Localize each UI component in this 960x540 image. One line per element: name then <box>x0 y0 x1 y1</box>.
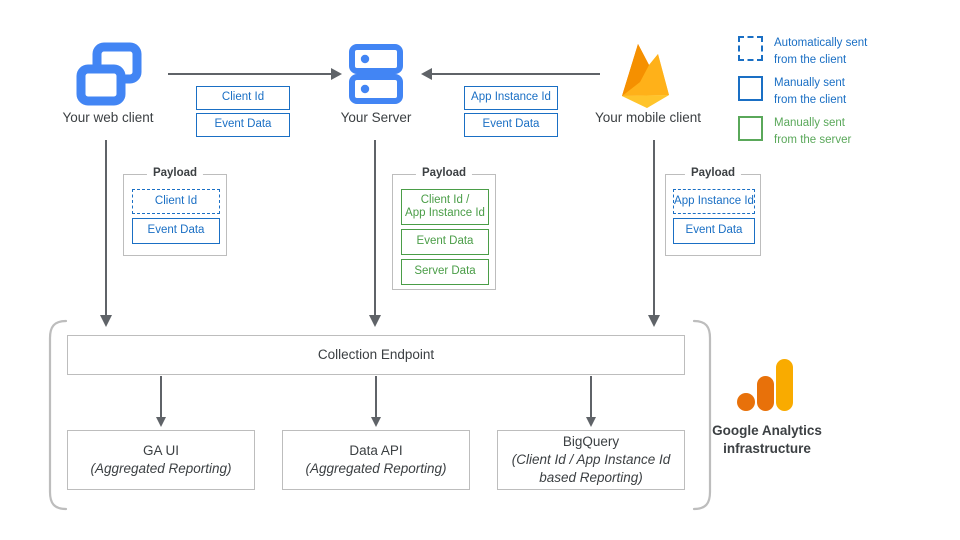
arrow-endpoint-to-data-api-head <box>370 417 381 427</box>
arrow-endpoint-to-bigquery <box>590 376 592 419</box>
chip-client-id: Client Id <box>196 86 290 110</box>
payload-web-item-event-data: Event Data <box>132 218 220 244</box>
arrow-web-to-endpoint <box>105 140 107 316</box>
payload-server-title: Payload <box>415 167 473 179</box>
infrastructure-label: Google Analytics infrastructure <box>712 423 822 457</box>
payload-web: Payload Client Id Event Data <box>123 167 227 256</box>
server-icon <box>349 44 403 104</box>
payload-server: Payload Client Id / App Instance Id Even… <box>392 167 496 290</box>
output-box-data-api-subtitle: (Aggregated Reporting) <box>305 461 447 476</box>
arrow-mobile-to-server <box>432 73 600 75</box>
payload-server-item-ids: Client Id / App Instance Id <box>401 189 489 225</box>
arrow-endpoint-to-data-api <box>375 376 377 419</box>
arrow-mobile-to-server-head <box>421 68 432 80</box>
legend-swatch-manual-server <box>738 116 763 141</box>
legend-label-manual-server: Manually sent from the server <box>774 117 852 146</box>
infrastructure-bracket <box>48 319 712 511</box>
output-box-bigquery[interactable]: BigQuery (Client Id / App Instance Id ba… <box>497 430 685 490</box>
arrow-endpoint-to-bigquery-head <box>585 417 596 427</box>
arrow-mobile-to-endpoint-head <box>647 315 660 327</box>
output-box-data-api-title: Data API <box>349 442 403 458</box>
payload-server-item-server-data: Server Data <box>401 259 489 285</box>
arrow-server-to-endpoint <box>374 140 376 316</box>
payload-mobile-item-app-instance-id: App Instance Id <box>673 189 755 214</box>
output-box-bigquery-title: BigQuery <box>562 433 620 449</box>
legend-swatch-manual-client <box>738 76 763 101</box>
windows-icon <box>76 42 142 106</box>
payload-server-item-event-data: Event Data <box>401 229 489 255</box>
payload-mobile-title: Payload <box>684 167 742 179</box>
node-web-client-label: Your web client <box>62 110 154 125</box>
output-box-ga-ui-subtitle: (Aggregated Reporting) <box>90 461 232 476</box>
arrow-endpoint-to-ga-ui-head <box>155 417 166 427</box>
output-box-bigquery-subtitle: (Client Id / App Instance Id based Repor… <box>511 451 671 486</box>
legend: Automatically sent from the client Manua… <box>738 34 953 146</box>
payload-web-title: Payload <box>146 167 204 179</box>
legend-label-auto-client: Automatically sent from the client <box>774 37 868 66</box>
arrow-mobile-to-endpoint <box>653 140 655 316</box>
legend-label-manual-client: Manually sent from the client <box>774 77 847 106</box>
chip-app-instance-id: App Instance Id <box>464 86 558 110</box>
output-box-data-api[interactable]: Data API (Aggregated Reporting) <box>282 430 470 490</box>
node-mobile-client-label: Your mobile client <box>594 110 702 125</box>
arrow-web-to-endpoint-head <box>99 315 112 327</box>
output-box-ga-ui-title: GA UI <box>142 442 179 458</box>
firebase-flame-icon <box>622 44 669 108</box>
arrow-endpoint-to-ga-ui <box>160 376 162 419</box>
chip-event-data: Event Data <box>196 113 290 137</box>
payload-server-item-ids-label: Client Id / App Instance Id <box>405 193 485 219</box>
node-server-label: Your Server <box>340 110 412 125</box>
payload-mobile: Payload App Instance Id Event Data <box>665 167 761 256</box>
arrow-web-to-server-head <box>331 68 342 80</box>
output-box-ga-ui[interactable]: GA UI (Aggregated Reporting) <box>67 430 255 490</box>
arrow-web-to-server <box>168 73 332 75</box>
node-mobile-client <box>616 38 680 112</box>
collection-endpoint-box[interactable]: Collection Endpoint <box>67 335 685 375</box>
payload-web-item-client-id: Client Id <box>132 189 220 214</box>
google-analytics-logo <box>736 358 798 416</box>
node-server <box>348 44 404 106</box>
node-web-client <box>72 40 144 112</box>
payload-mobile-item-event-data: Event Data <box>673 218 755 244</box>
arrow-server-to-endpoint-head <box>368 315 381 327</box>
chip-event-data-mobile: Event Data <box>464 113 558 137</box>
google-analytics-icon <box>737 359 793 411</box>
legend-swatch-auto-client <box>738 36 763 61</box>
